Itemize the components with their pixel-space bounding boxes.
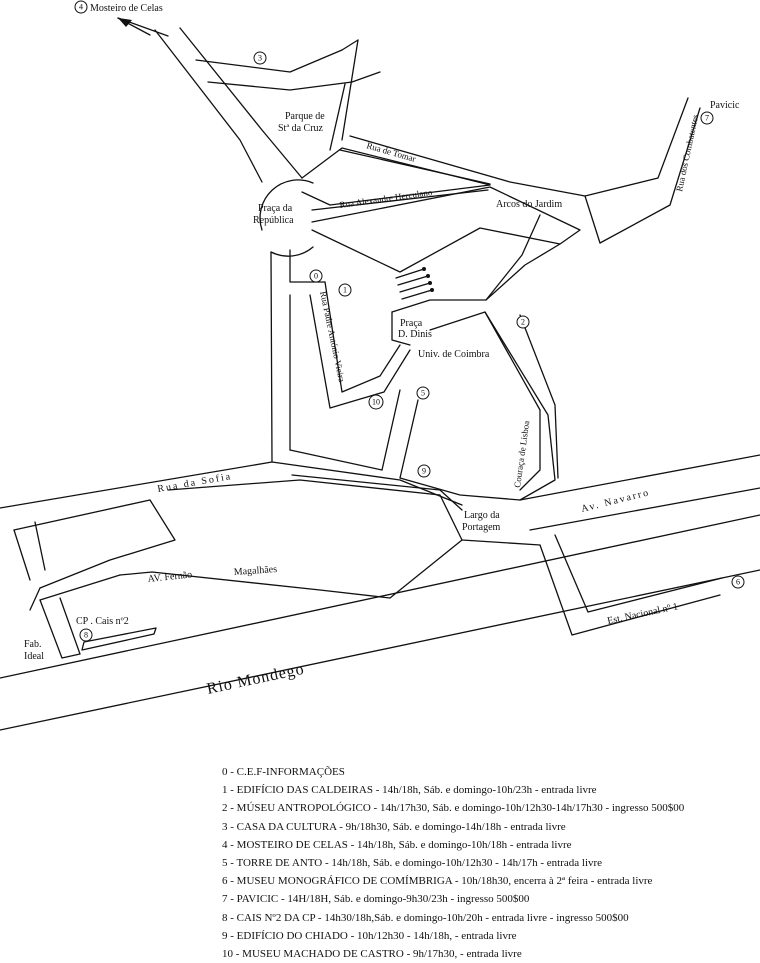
legend-item-0: 0 - C.E.F-INFORMAÇÕES [222,766,345,778]
legend-item-7: 7 - PAVICIC - 14H/18H, Sáb. e domingo-9h… [222,893,530,906]
torre-anto-road [381,389,419,479]
label-av-fernao: AV. Fernão [147,569,193,585]
legend-item-3: 3 - CASA DA CULTURA - 9h/18h30, Sáb. e d… [222,820,566,833]
rua-de-tomar-road [339,135,601,244]
legend-item-5: 5 - TORRE DE ANTO - 14h/18h, Sáb. e domi… [222,857,603,870]
svg-text:1: 1 [343,286,347,295]
marker-9[interactable]: 9 [417,464,431,478]
label-rua-herculano: Rua Alexandre Herculano [339,187,433,210]
svg-text:6: 6 [736,578,740,587]
av-navarro-road [519,454,760,531]
legend-item-2: 2 - MÚSEU ANTROPOLÓGICO - 14h/17h30, Sáb… [222,802,685,815]
svg-text:5: 5 [421,389,425,398]
central-vertical-road [270,249,326,463]
svg-text:3: 3 [258,54,262,63]
label-pavicic: Pavicic [710,100,740,111]
label-cp-cais: CP . Cais nº2 [76,616,129,627]
marker-2[interactable]: 2 [516,315,530,329]
svg-text:8: 8 [84,631,88,640]
legend-item-10: 10 - MUSEU MACHADO DE CASTRO - 9h/17h30,… [222,948,522,961]
svg-text:10: 10 [372,398,380,407]
label-parque-2: Stª da Cruz [278,123,324,134]
av-fernao-block [29,479,541,611]
label-praca-rep-1: Praça da [258,203,293,214]
legend-item-1: 1 - EDIFÍCIO DAS CALDEIRAS - 14h/18h, Sá… [222,784,597,797]
svg-text:0: 0 [314,272,318,281]
label-praca-rep-2: República [253,215,294,226]
city-map: Mosteiro de Celas Parque de Stª da Cruz … [0,0,760,731]
rua-padre-road [309,281,411,409]
label-univ: Univ. de Coimbra [418,349,490,360]
label-couraca: Couraça de Lisboa [512,420,531,488]
svg-text:7: 7 [705,114,709,123]
map-legend: 0 - C.E.F-INFORMAÇÕES 1 - EDIFÍCIO DAS C… [222,763,752,963]
label-praca-dinis-1: Praça [400,318,423,329]
svg-text:9: 9 [422,467,426,476]
praca-republica-roundabout [259,179,314,257]
road-casa-cultura [195,39,381,151]
est-nacional-road [539,534,723,636]
marker-7[interactable]: 7 [700,111,714,125]
stairs [395,267,434,300]
label-rua-padre: Rua Padre António Vieira [318,290,347,383]
parque-santa-cruz [301,147,491,206]
cp-cais-building [81,627,157,651]
marker-10[interactable]: 10 [368,394,384,410]
marker-5[interactable]: 5 [416,386,430,400]
marker-4[interactable]: 4 [74,0,88,14]
chiado-road [271,449,521,506]
marker-1[interactable]: 1 [338,283,352,297]
legend-item-8: 8 - CAIS Nº2 DA CP - 14h30/18h,Sáb. e do… [222,911,629,924]
legend-item-4: 4 - MOSTEIRO DE CELAS - 14h/18h, Sáb. e … [222,838,572,851]
legend-item-6: 6 - MUSEU MONOGRÁFICO DE COMÍMBRIGA - 10… [222,875,653,888]
rua-da-sofia-road [0,461,463,531]
label-largo-2: Portagem [462,522,501,533]
west-roads [13,521,81,659]
label-av-navarro: Av. Navarro [580,487,651,515]
label-fab-1: Fab. [24,639,42,650]
rua-combatentes-road [584,97,701,244]
marker-3[interactable]: 3 [253,51,267,65]
label-fab-2: Ideal [24,651,44,662]
label-arcos: Arcos do Jardim [496,199,562,210]
label-largo-1: Largo da [464,510,500,521]
label-magalhaes: Magalhães [233,564,277,578]
label-mosteiro: Mosteiro de Celas [90,3,163,14]
legend-item-9: 9 - EDIFÍCIO DO CHIADO - 10h/12h30 - 14h… [222,929,517,942]
praca-dinis-area [391,214,561,501]
svg-text:4: 4 [79,3,83,12]
arrow-to-celas [117,17,169,37]
label-rio-mondego: Rio Mondego [205,661,306,698]
svg-text:2: 2 [521,318,525,327]
marker-6[interactable]: 6 [731,575,745,589]
marker-0[interactable]: 0 [309,269,323,283]
marker-8[interactable]: 8 [79,628,93,642]
road-to-celas [117,17,303,183]
label-praca-dinis-2: D. Dinis [398,329,432,340]
couraca-road [484,311,559,491]
label-parque-1: Parque de [285,111,325,122]
